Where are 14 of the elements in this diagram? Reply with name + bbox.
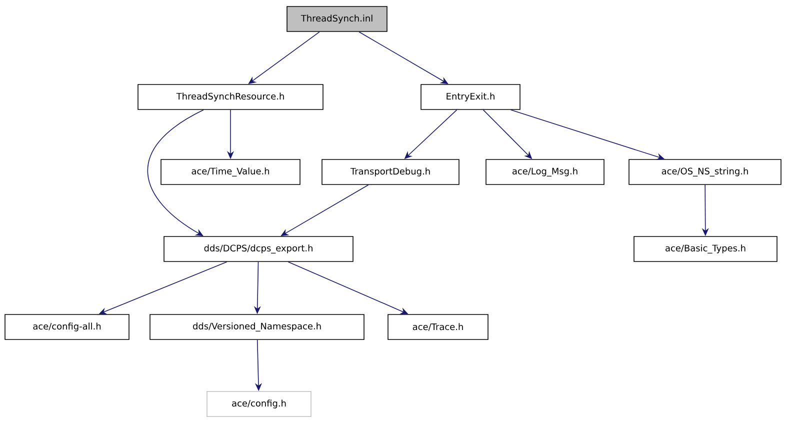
arrow [147,110,204,236]
file-box: dds/Versioned_Namespace.h [150,314,364,340]
file-box: ace/Basic_Types.h [634,236,778,262]
file-box: ace/OS_NS_string.h [628,159,782,185]
file-box: TransportDebug.h [322,159,460,185]
file-box: ace/config.h [206,391,312,417]
file-box: ace/Log_Msg.h [486,159,604,185]
file-box: ace/Time_Value.h [160,159,300,185]
file-box: EntryExit.h [420,84,520,110]
file-box: ace/config-all.h [4,314,130,340]
file-box: ThreadSynch.inl [286,6,388,32]
file-box: ace/Trace.h [388,314,488,340]
file-box: ThreadSynchResource.h [138,84,324,110]
file-box: dds/DCPS/dcps_export.h [164,236,354,262]
